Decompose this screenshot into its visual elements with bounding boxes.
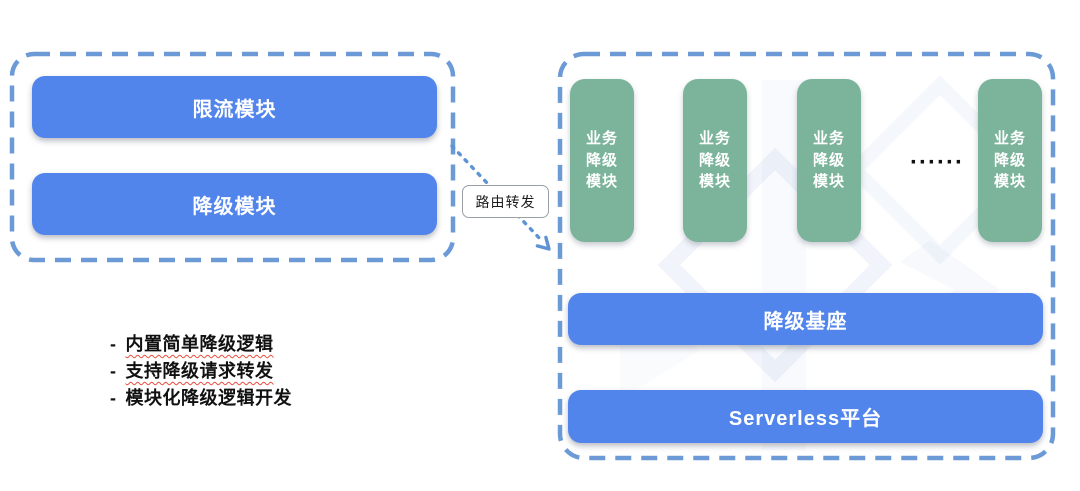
degrade-base-bar: 降级基座 (568, 293, 1043, 345)
business-degrade-pillar-1: 业务 降级 模块 (570, 79, 634, 242)
business-degrade-pillar-2: 业务 降级 模块 (683, 79, 747, 242)
feature-notes-list: - 内置简单降级逻辑 - 支持降级请求转发 - 模块化降级逻辑开发 (110, 330, 292, 411)
rate-limit-module-label: 限流模块 (192, 98, 277, 121)
note-line-2: - 支持降级请求转发 (110, 357, 292, 384)
note-1-dash: - (110, 334, 117, 354)
serverless-platform-bar: Serverless平台 (568, 390, 1043, 443)
note-1-text: 内置简单降级逻辑 (125, 334, 274, 354)
degrade-base-label: 降级基座 (763, 310, 848, 333)
note-line-1: - 内置简单降级逻辑 (110, 330, 292, 357)
degrade-module-bar: 降级模块 (32, 173, 437, 235)
business-degrade-pillar-3-label: 业务 降级 模块 (812, 129, 845, 191)
route-forward-label-box: 路由转发 (462, 185, 549, 218)
rate-limit-module-bar: 限流模块 (32, 76, 437, 138)
business-degrade-pillar-4: 业务 降级 模块 (978, 79, 1042, 242)
degrade-module-label: 降级模块 (192, 195, 277, 218)
business-degrade-pillar-1-label: 业务 降级 模块 (585, 129, 618, 191)
right-dashed-box (557, 51, 1056, 461)
serverless-platform-label: Serverless平台 (728, 408, 883, 430)
business-degrade-pillar-4-label: 业务 降级 模块 (993, 129, 1026, 191)
more-pillars-ellipsis: ······ (910, 149, 964, 176)
note-line-3: - 模块化降级逻辑开发 (110, 384, 292, 411)
route-forward-label: 路由转发 (475, 193, 536, 210)
note-2-text: 支持降级请求转发 (125, 361, 274, 381)
business-degrade-pillar-2-label: 业务 降级 模块 (698, 129, 731, 191)
note-3-text: 模块化降级逻辑开发 (125, 388, 292, 408)
business-degrade-pillar-3: 业务 降级 模块 (797, 79, 861, 242)
note-3-dash: - (110, 388, 117, 408)
note-2-dash: - (110, 361, 117, 381)
